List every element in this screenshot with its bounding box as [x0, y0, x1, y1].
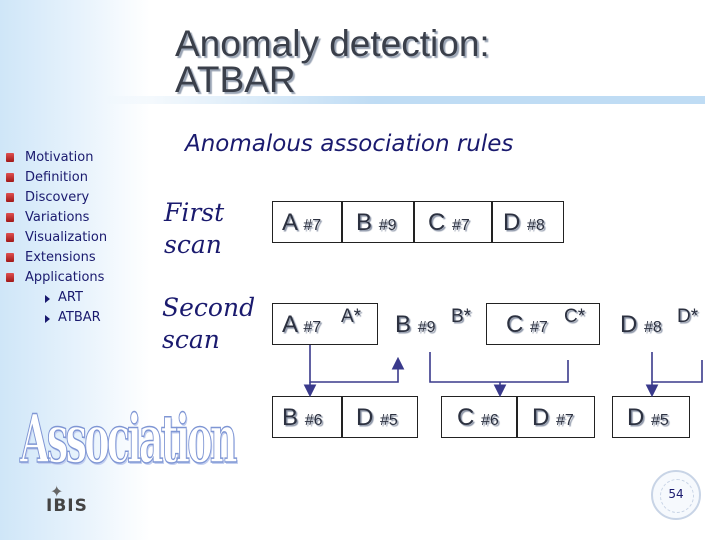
arrow-c-branch — [430, 352, 568, 382]
page-number: 54 — [653, 487, 699, 501]
logo-text: IBIS — [46, 496, 88, 516]
arrow-a-to-b — [310, 345, 398, 382]
university-seal-icon: 54 — [651, 470, 701, 520]
ibis-logo: ✦ IBIS — [40, 480, 130, 520]
arrow-d-branch — [652, 352, 702, 382]
association-decoration: Association — [20, 400, 235, 478]
